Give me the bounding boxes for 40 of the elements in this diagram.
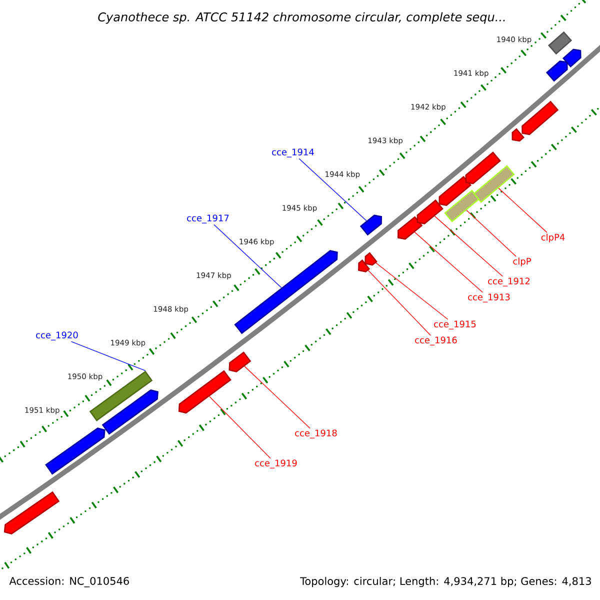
gene-feature <box>522 100 559 136</box>
gene-feature <box>358 259 370 272</box>
gene-feature <box>45 428 106 475</box>
leader-line <box>414 232 484 293</box>
leader-line <box>298 158 367 222</box>
leader-line <box>375 262 448 320</box>
leader-line <box>70 341 146 372</box>
gene-label: cce_1916 <box>415 336 457 346</box>
gene-label: cce_1918 <box>295 430 337 438</box>
gene-feature <box>234 250 338 334</box>
gene-feature <box>397 216 423 240</box>
title: Cyanothece sp. ATCC 51142 chromosome circular, complete sequ... <box>98 12 505 24</box>
gene-feature <box>228 351 252 372</box>
gene-feature <box>438 176 472 206</box>
gene-label: cce_1919 <box>255 460 297 468</box>
leader-line <box>214 224 282 288</box>
gene-label: cce_1920 <box>36 332 78 340</box>
gene-feature <box>4 491 60 535</box>
leader-line <box>466 210 516 257</box>
footer-text: Accession: NC_010546 <box>9 576 129 588</box>
gene-feature <box>473 165 515 203</box>
gene-feature <box>416 199 444 224</box>
gene-feature <box>178 370 232 414</box>
footer-text: Topology: circular; Length: 4,934,271 bp; Genes: 4,813 <box>300 576 591 588</box>
gene-label: cce_1912 <box>488 278 530 286</box>
gene-label: clpP <box>513 258 531 266</box>
gene-feature <box>512 128 525 142</box>
gene-label: cce_1914 <box>272 148 314 158</box>
gene-label: cce_1915 <box>434 320 476 330</box>
leader-line <box>208 396 271 459</box>
gene-label: cce_1913 <box>468 294 510 302</box>
gene-feature <box>364 252 378 266</box>
leader-line <box>498 188 548 233</box>
gene-label: cce_1917 <box>187 214 229 224</box>
gene-feature <box>444 190 480 222</box>
leader-line <box>244 366 310 429</box>
gene-feature <box>465 151 501 184</box>
leader-line <box>434 216 504 277</box>
leader-line <box>368 270 431 336</box>
gene-label: clpP4 <box>541 234 565 242</box>
